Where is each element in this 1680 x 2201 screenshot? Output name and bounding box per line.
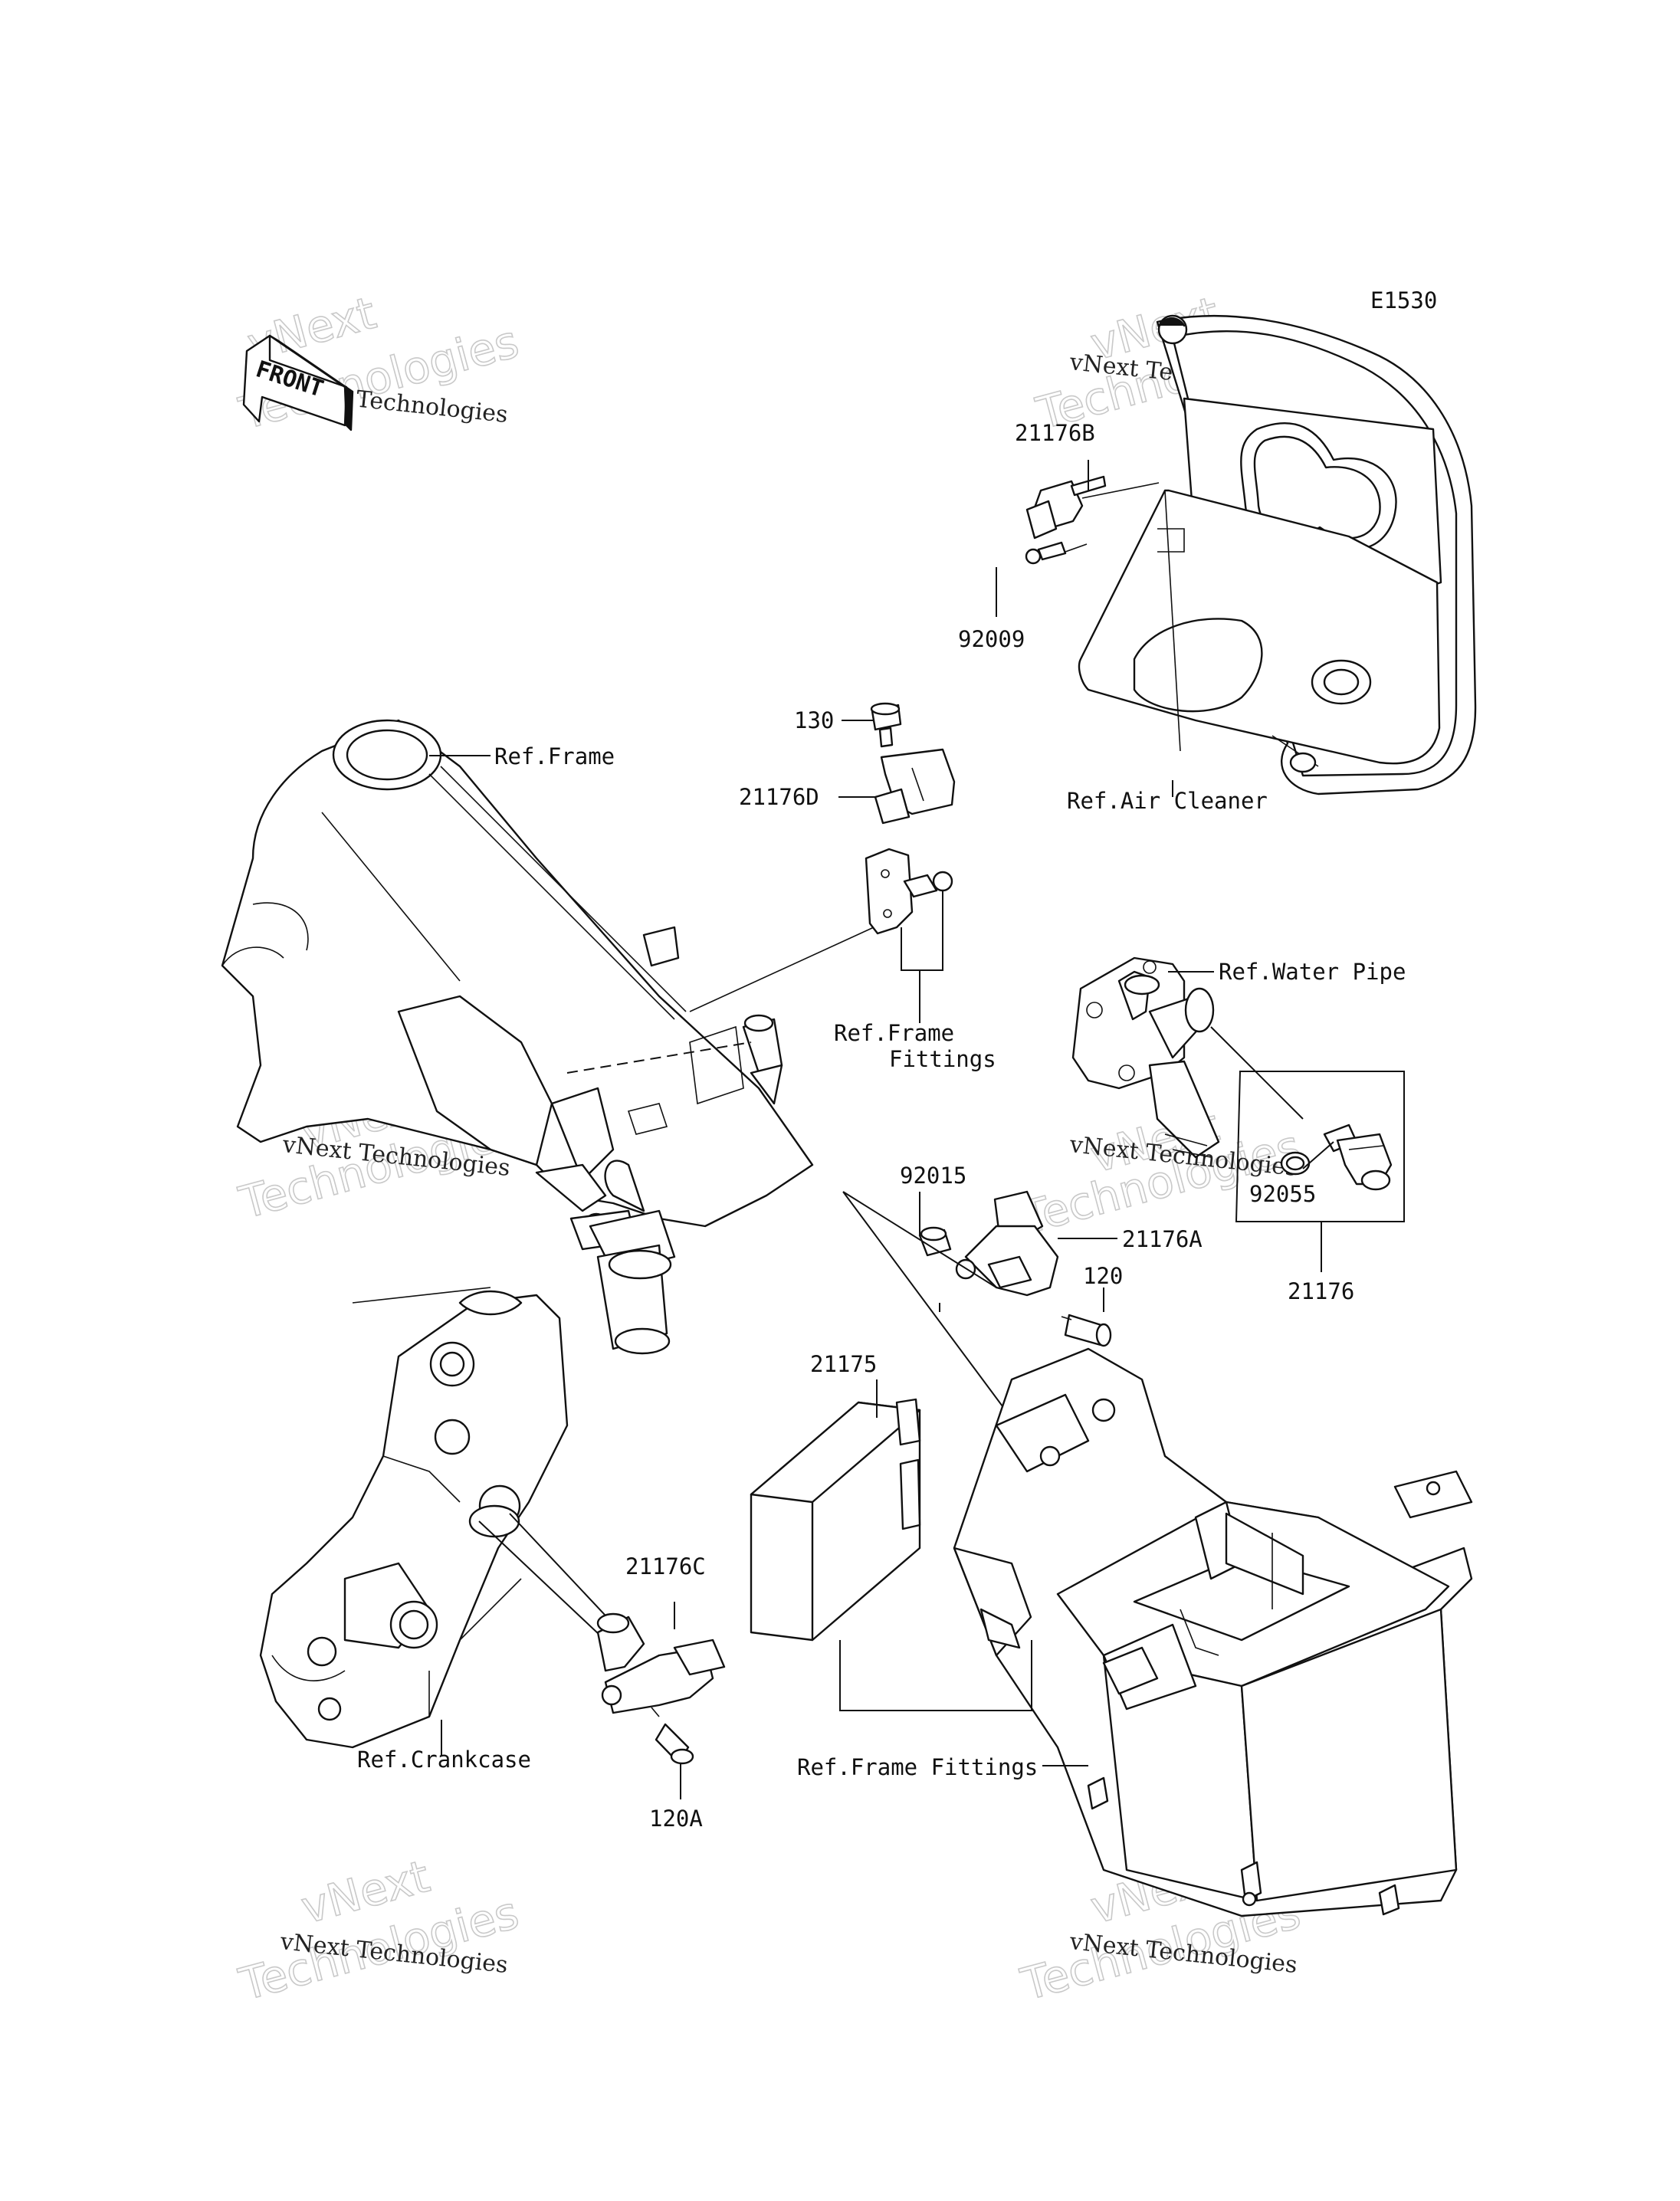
bracket xyxy=(689,848,953,1012)
ref-crankcase-label: Ref.Crankcase xyxy=(357,1747,531,1773)
sensor-21176C xyxy=(596,1612,726,1714)
label-21176A: 21176A xyxy=(1122,1226,1203,1252)
crankcase xyxy=(259,1290,569,1749)
ref-frame-fittings-bottom-label: Ref.Frame Fittings xyxy=(797,1754,1038,1780)
label-92009: 92009 xyxy=(958,626,1025,652)
battery-box xyxy=(953,1347,1473,1917)
ref-water-pipe-label: Ref.Water Pipe xyxy=(1219,959,1406,985)
water-pipe-leader xyxy=(1210,1026,1334,1169)
air-cleaner-housing xyxy=(1078,314,1477,795)
label-21176C: 21176C xyxy=(625,1553,706,1579)
watermark-bottom-left: vNext Technologies vNext Technologies xyxy=(233,1849,524,2011)
label-21176: 21176 xyxy=(1288,1278,1354,1304)
ref-frame-label: Ref.Frame xyxy=(494,743,615,769)
label-21176B: 21176B xyxy=(1015,420,1095,446)
leader-lines xyxy=(429,460,1322,1799)
frame-assembly xyxy=(221,719,814,1355)
sensor-21176 xyxy=(1323,1123,1393,1191)
ecu-21175 xyxy=(750,1398,921,1642)
water-pipe-assembly xyxy=(1071,956,1220,1159)
label-130: 130 xyxy=(794,707,834,733)
sensor-21176D xyxy=(870,702,956,825)
bolt-120 xyxy=(1061,1314,1112,1347)
label-120A: 120A xyxy=(649,1806,703,1832)
collar-92015 xyxy=(918,1226,952,1257)
ref-frame-fittings-label-2: Fittings xyxy=(889,1046,996,1072)
label-21175: 21175 xyxy=(810,1351,877,1377)
label-92055: 92055 xyxy=(1249,1181,1316,1207)
oring-92055 xyxy=(1280,1151,1311,1176)
part-labels: 21176B 92009 130 21176D 92015 21176A 120… xyxy=(357,420,1406,1832)
ref-air-cleaner-label: Ref.Air Cleaner xyxy=(1067,788,1268,814)
label-21176D: 21176D xyxy=(739,784,819,810)
box-21176 xyxy=(1235,1071,1405,1222)
label-92015: 92015 xyxy=(900,1163,966,1189)
label-120: 120 xyxy=(1083,1263,1123,1289)
diagram-code: E1530 xyxy=(1370,287,1437,313)
bolt-120A xyxy=(651,1707,694,1765)
sensor-21176A xyxy=(955,1190,1059,1297)
ref-frame-fittings-label-1: Ref.Frame xyxy=(834,1020,954,1046)
